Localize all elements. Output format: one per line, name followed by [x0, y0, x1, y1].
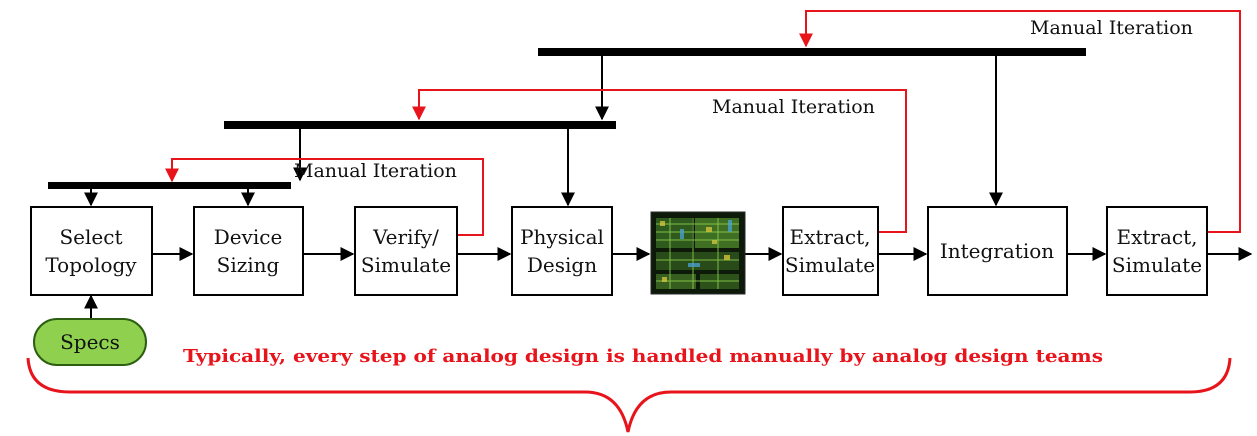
iteration-label-1: Manual Iteration [294, 160, 457, 182]
step-integration: Integration [927, 206, 1068, 296]
step-device-sizing: Device Sizing [193, 206, 304, 296]
step-label: Simulate [785, 253, 875, 277]
step-label: Select [59, 225, 122, 249]
iteration-loop-3 [799, 10, 1241, 233]
step-label: Simulate [361, 253, 451, 277]
feedback-bus-1 [48, 182, 291, 189]
iteration-label-3: Manual Iteration [1030, 17, 1193, 39]
step-label: Sizing [217, 253, 280, 277]
step-extract-simulate-2: Extract, Simulate [1106, 206, 1208, 296]
step-label: Extract, [790, 225, 871, 249]
iteration-label-2: Manual Iteration [712, 96, 875, 118]
step-label: Verify/ [372, 225, 439, 249]
step-physical-design: Physical Design [511, 206, 613, 296]
step-label: Integration [940, 239, 1054, 263]
step-label: Device [214, 225, 283, 249]
step-label: Simulate [1112, 253, 1202, 277]
step-verify-simulate: Verify/ Simulate [354, 206, 458, 296]
step-extract-simulate-1: Extract, Simulate [782, 206, 879, 296]
feedback-bus-3 [538, 48, 1086, 56]
footer-note: Typically, every step of analog design i… [183, 346, 1103, 367]
step-label: Topology [45, 253, 137, 277]
iteration-loop-1 [165, 158, 484, 236]
chip-layout-icon [650, 211, 746, 295]
iteration-loop-2 [412, 89, 907, 233]
step-label: Design [527, 253, 597, 277]
step-label: Physical [520, 225, 604, 249]
curly-brace [26, 357, 1232, 433]
step-label: Extract, [1117, 225, 1198, 249]
feedback-bus-2 [224, 121, 616, 129]
step-select-topology: Select Topology [30, 206, 153, 296]
specs-label: Specs [60, 330, 120, 354]
specs-pill: Specs [33, 318, 147, 366]
